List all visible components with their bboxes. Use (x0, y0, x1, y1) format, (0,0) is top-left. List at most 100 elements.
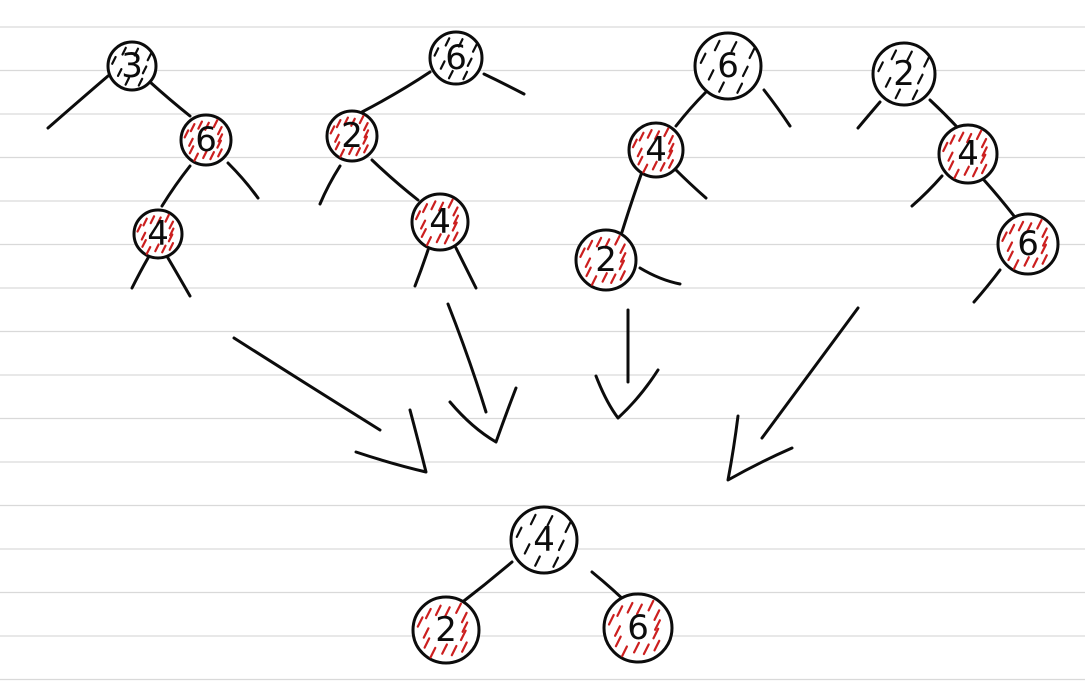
tree-3-node-left: 4 (627, 121, 685, 179)
red-shading-stroke (975, 129, 983, 141)
black-shading-stroke (141, 65, 148, 75)
red-shading-stroke (149, 215, 156, 225)
tree-2-edge-leaf-right-stub (454, 246, 478, 290)
tree-1-edge-root-to-right (148, 80, 192, 118)
red-shading-stroke (642, 643, 650, 656)
black-shading-stroke (890, 49, 898, 61)
red-shading-stroke (653, 609, 661, 621)
red-shading-stroke (193, 152, 199, 162)
result-node-root: 4 (509, 505, 579, 575)
red-shading-stroke (425, 236, 432, 247)
red-shading-stroke (430, 200, 437, 211)
node-circle (509, 505, 579, 575)
black-shading-stroke (116, 67, 123, 77)
tree-3-edge-left-to-left (620, 170, 644, 234)
red-shading-stroke (632, 641, 640, 654)
red-shading-stroke (981, 163, 988, 175)
result-node-right: 6 (602, 592, 674, 664)
tree-1-node-root: 3 (106, 40, 158, 92)
node-label: 2 (595, 240, 617, 280)
red-shading-stroke (1017, 220, 1025, 232)
red-shading-stroke (444, 606, 451, 618)
red-shading-stroke (434, 604, 442, 617)
red-shading-stroke (329, 125, 336, 135)
red-shading-stroke (604, 238, 611, 249)
red-shading-stroke (663, 127, 670, 138)
red-shading-stroke (451, 221, 458, 232)
red-shading-stroke (646, 129, 653, 139)
red-shading-stroke (635, 603, 643, 616)
red-shading-stroke (607, 613, 615, 626)
tree-3-node-root: 6 (693, 31, 763, 101)
red-shading-stroke (586, 239, 594, 251)
red-shading-stroke (197, 120, 204, 130)
node-label: 3 (121, 46, 143, 86)
red-shading-stroke (429, 646, 437, 659)
tree-4-edge-root-to-right (928, 98, 960, 130)
red-shading-stroke (947, 151, 954, 162)
arrow-from-tree-4 (726, 306, 860, 482)
red-shading-stroke (636, 147, 643, 158)
node-label: 4 (429, 202, 451, 242)
node-circle (871, 41, 937, 107)
red-shading-stroke (212, 119, 219, 129)
node-shading (415, 198, 460, 247)
tree-2: 6 2 4 (318, 30, 526, 290)
black-shading-stroke (146, 52, 153, 62)
red-shading-stroke (161, 244, 167, 254)
red-shading-stroke (1026, 222, 1033, 233)
tree-2-edge-left-stub (318, 164, 342, 206)
node-label: 2 (341, 116, 363, 156)
red-shading-stroke (420, 227, 427, 238)
red-shading-stroke (350, 117, 356, 127)
result-edge-root-to-left (458, 560, 514, 606)
red-shading-stroke (1023, 256, 1030, 267)
red-shading-stroke (141, 238, 147, 248)
ruled-lines (0, 26, 1085, 681)
node-shading (631, 127, 675, 174)
tree-2-edge-left-to-right (370, 158, 420, 202)
red-shading-stroke (422, 627, 430, 639)
red-shading-stroke (362, 135, 368, 145)
red-shading-stroke (334, 141, 341, 151)
node-shading (877, 49, 930, 101)
black-shading-stroke (699, 52, 707, 65)
red-shading-stroke (610, 273, 617, 284)
tree-2-edge-root-to-left (360, 70, 432, 114)
tree-3-edge-left-right-stub (672, 166, 708, 200)
red-shading-stroke (154, 243, 160, 253)
red-shading-stroke (654, 130, 661, 141)
red-shading-stroke (614, 625, 621, 637)
node-shading (607, 599, 661, 658)
red-shading-stroke (202, 149, 208, 160)
red-shading-stroke (953, 168, 960, 179)
tree-3-edge-root-to-left (674, 90, 708, 128)
red-shading-stroke (601, 272, 608, 283)
node-shading (699, 39, 756, 94)
black-shading-stroke (748, 47, 756, 60)
red-shading-stroke (204, 121, 210, 131)
red-shading-stroke (435, 233, 442, 244)
red-shading-stroke (452, 206, 459, 217)
red-shading-stroke (459, 629, 467, 642)
black-shading-stroke (447, 69, 454, 80)
black-shading-stroke (444, 37, 451, 47)
arrows (232, 302, 860, 482)
red-shading-stroke (334, 133, 340, 143)
red-shading-stroke (343, 116, 350, 126)
black-shading-stroke (718, 81, 725, 93)
red-shading-stroke (416, 616, 424, 628)
red-shading-stroke (963, 165, 970, 176)
black-shading-stroke (917, 73, 924, 85)
node-label: 4 (957, 134, 979, 174)
black-shading-stroke (546, 515, 554, 527)
red-shading-stroke (424, 607, 432, 620)
red-shading-stroke (579, 247, 586, 259)
tree-1-edge-leaf-right-stub (166, 256, 192, 298)
red-shading-stroke (1032, 257, 1039, 268)
red-shading-stroke (1036, 219, 1043, 230)
tree-4-edge-right-to-right (982, 178, 1016, 218)
red-shading-stroke (453, 214, 460, 225)
red-shading-stroke (363, 144, 369, 154)
